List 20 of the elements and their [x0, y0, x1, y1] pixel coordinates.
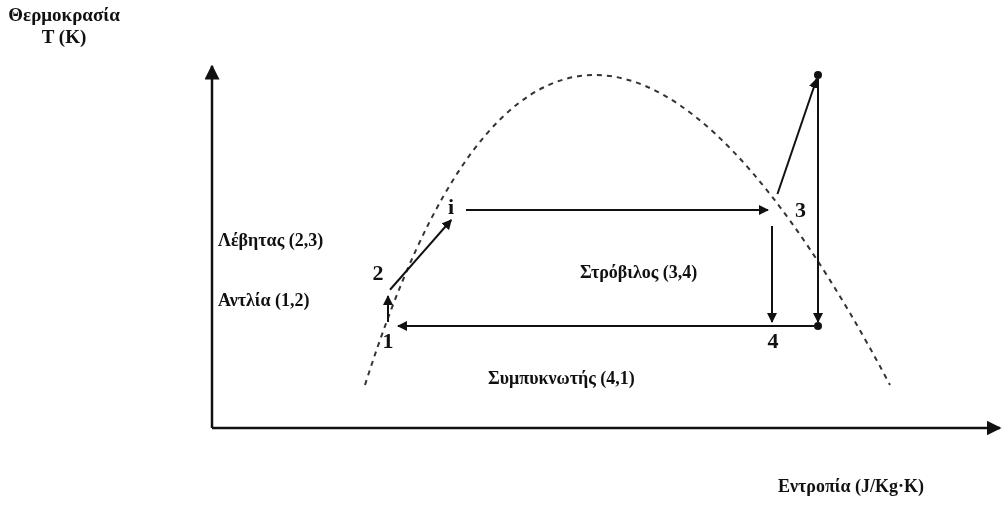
state-point-label: 3: [768, 194, 806, 226]
state-point-label: 4: [762, 322, 784, 352]
process-label: Συμπυκνωτής (4,1): [488, 368, 635, 389]
process-arrow: [389, 219, 453, 291]
process-arrow: [383, 295, 393, 323]
state-point-dot: [814, 322, 822, 330]
state-point-label: 2: [366, 262, 390, 296]
axis-title: Θερμοκρασία T (K): [7, 4, 121, 48]
process-label: Αντλία (1,2): [218, 290, 310, 311]
state-point-label: 1: [378, 322, 398, 352]
axis-title: Εντροπία (J/Kg·K): [778, 476, 924, 497]
process-arrow: [776, 78, 819, 195]
state-point-label: i: [448, 194, 466, 220]
process-arrow: [397, 321, 815, 331]
process-label: Στρόβιλος (3,4): [580, 262, 698, 283]
state-point-dot: [814, 71, 822, 79]
process-arrow: [465, 205, 769, 215]
process-label: Λέβητας (2,3): [218, 230, 324, 251]
process-arrow: [813, 78, 823, 323]
process-arrow: [767, 225, 777, 323]
